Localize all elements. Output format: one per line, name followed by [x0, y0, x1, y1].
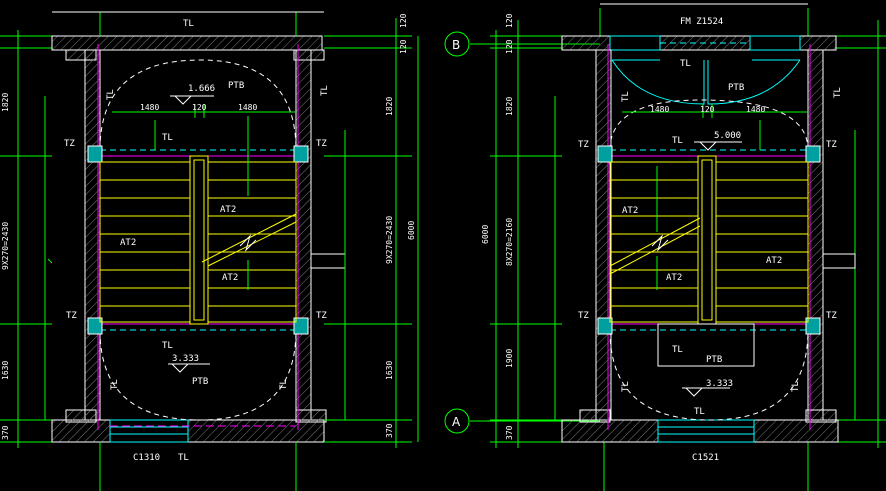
- right-elev-top: 5.000: [714, 131, 741, 141]
- left-dim-1480-a: 1480: [140, 103, 159, 112]
- left-at2-left: AT2: [120, 238, 136, 248]
- left-ptb-bottom: PTB: [192, 377, 208, 387]
- right-landing-lines: [610, 149, 808, 331]
- axis-b-circle: [444, 31, 470, 57]
- left-elevation-markers: [168, 95, 214, 373]
- left-dim-l-stair: 9X270=2430: [1, 222, 10, 270]
- left-at2-center: AT2: [220, 205, 236, 215]
- right-tl-side-3: TL: [621, 381, 631, 392]
- left-at2-right: AT2: [222, 273, 238, 283]
- right-dim-1480-a: 1480: [650, 105, 669, 114]
- right-dim-l-120b: 120: [505, 39, 514, 54]
- right-door-label: FM Z1524: [680, 17, 723, 27]
- right-columns: [597, 145, 821, 335]
- left-dim-r-1820: 1820: [385, 97, 394, 116]
- left-stair-plan: TL PTB 1.666 1480 120 1480 TL TZ TZ AT2 …: [0, 11, 419, 491]
- right-dim-l-1820: 1820: [505, 97, 514, 116]
- right-elevation-markers: [682, 141, 742, 397]
- left-landing-lines: [100, 149, 296, 331]
- right-stair-plan: FM Z1524 TL PTB 1480 120 1480 5.000 TL T…: [481, 3, 886, 491]
- right-door-swings: [611, 59, 801, 105]
- left-stair-treads: [99, 155, 297, 325]
- axis-a-label: A: [452, 415, 461, 429]
- left-ptb-top: PTB: [228, 81, 244, 91]
- left-tl-side-4: TL: [279, 379, 289, 390]
- left-dim-l-370: 370: [1, 425, 10, 440]
- right-at2-right: AT2: [766, 256, 782, 266]
- right-window-c1521: C1521: [692, 453, 719, 463]
- right-dim-l-1900: 1900: [505, 349, 514, 368]
- right-dim-120: 120: [700, 105, 715, 114]
- left-columns: [87, 145, 309, 335]
- right-ptb-top: PTB: [728, 83, 744, 93]
- right-tz-br: TZ: [826, 311, 837, 321]
- left-tl-side-1: TL: [106, 89, 116, 100]
- right-dim-l-6000: 6000: [481, 225, 490, 244]
- left-dim-lines: [0, 30, 53, 448]
- right-tl-mid: TL: [672, 136, 683, 146]
- left-tl-side-3: TL: [110, 379, 120, 390]
- right-tl-side-4: TL: [791, 381, 801, 392]
- right-ptb-arcs: [609, 99, 809, 421]
- left-elev-bottom: 3.333: [172, 354, 199, 364]
- left-dim-markers: [112, 104, 296, 290]
- left-break-symbol: [239, 234, 257, 252]
- right-stair-treads: [609, 155, 809, 325]
- left-tz-tl: TZ: [64, 139, 75, 149]
- left-dim-r-6000: 6000: [407, 221, 416, 240]
- right-tl-landing: TL: [672, 345, 683, 355]
- left-bottom-tl: TL: [178, 453, 189, 463]
- left-dim-r-370: 370: [385, 423, 394, 438]
- right-tz-tr: TZ: [826, 140, 837, 150]
- left-top-tl: TL: [183, 19, 194, 29]
- right-dim-1480-b: 1480: [746, 105, 765, 114]
- left-right-dim-lines: [52, 11, 419, 491]
- right-tl-side-1: TL: [621, 91, 631, 102]
- axis-a-circle: [444, 408, 470, 434]
- right-tl-top: TL: [680, 59, 691, 69]
- right-dim-l-stair: 8X270=2160: [505, 218, 514, 266]
- left-dim-r-stair: 9X270=2430: [385, 216, 394, 264]
- right-tl-bottom: TL: [694, 407, 705, 417]
- right-ptb-bottom: PTB: [706, 355, 722, 365]
- axis-markers: B A: [444, 31, 600, 434]
- right-at2-left: AT2: [622, 206, 638, 216]
- right-dim-l-120a: 120: [505, 13, 514, 28]
- left-dim-120: 120: [192, 103, 207, 112]
- right-at2-center: AT2: [666, 273, 682, 283]
- left-dim-l-1630: 1630: [1, 361, 10, 380]
- left-dim-1480-b: 1480: [238, 103, 257, 112]
- left-tz-tr: TZ: [316, 139, 327, 149]
- right-dim-lines: [490, 3, 886, 491]
- left-elev-top: 1.666: [188, 84, 215, 94]
- left-ptb-arcs: [99, 59, 297, 421]
- right-tz-bl: TZ: [578, 311, 589, 321]
- left-dim-r-120b: 120: [399, 39, 408, 54]
- right-tz-tl: TZ: [578, 140, 589, 150]
- right-landing-box: [657, 323, 755, 367]
- axis-b-label: B: [452, 38, 460, 52]
- left-dim-r-120a: 120: [399, 13, 408, 28]
- right-elev-bottom: 3.333: [706, 379, 733, 389]
- left-tl-mid-top: TL: [162, 133, 173, 143]
- left-dim-l-1820: 1820: [1, 93, 10, 112]
- left-dim-r-1630: 1630: [385, 361, 394, 380]
- left-tl-side-2: TL: [320, 85, 330, 96]
- left-window-c1310: C1310: [133, 453, 160, 463]
- left-tl-mid-bottom: TL: [162, 341, 173, 351]
- left-tz-bl: TZ: [66, 311, 77, 321]
- right-dim-l-370: 370: [505, 425, 514, 440]
- right-tl-side-2: TL: [833, 87, 843, 98]
- right-dim-markers: [622, 104, 808, 290]
- left-tz-br: TZ: [316, 311, 327, 321]
- right-break-symbol: [651, 234, 669, 252]
